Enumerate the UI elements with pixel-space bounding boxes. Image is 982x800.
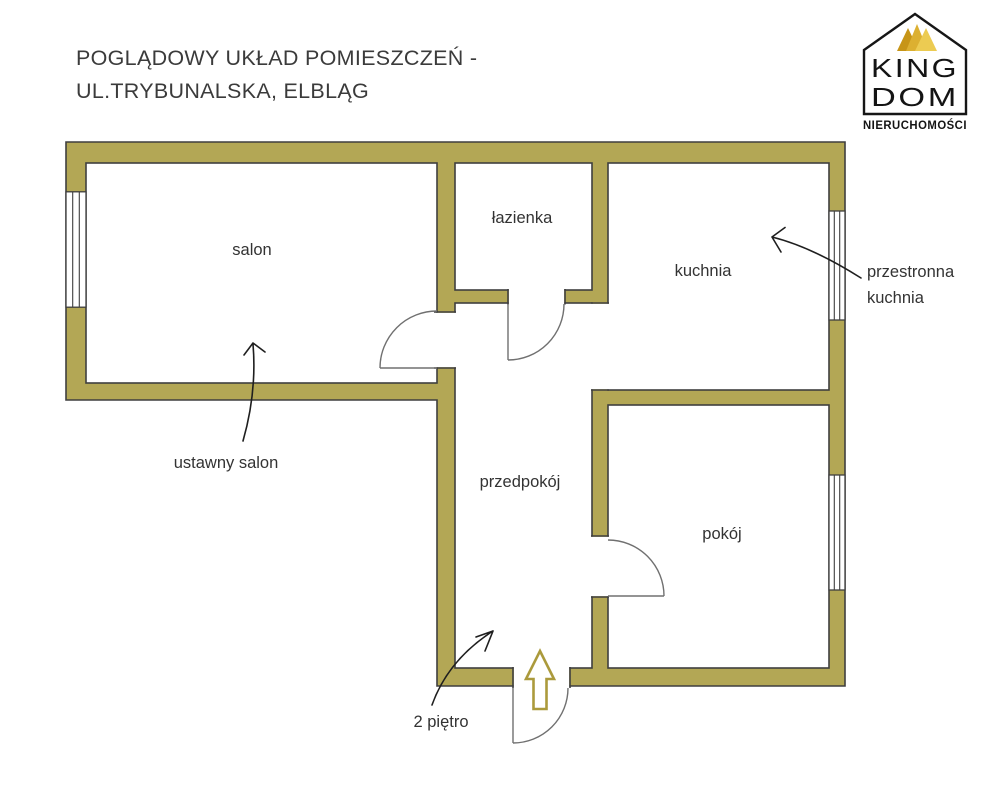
label-salon: salon (232, 241, 271, 259)
entrance-jambs (512, 667, 571, 688)
window-pokoj (828, 474, 846, 591)
entrance-arrow-icon (523, 648, 557, 711)
room-kuchnia (607, 162, 830, 391)
opening-pokoj-door (591, 536, 609, 597)
salon-note-arrow (242, 342, 266, 442)
kitchen-note-arrow (771, 226, 862, 279)
page-title-line2: UL.TRYBUNALSKA, ELBLĄG (76, 79, 369, 103)
logo-subtitle: NIERUCHOMOŚCI (863, 119, 967, 132)
floor-note-arrow (431, 630, 494, 706)
opening-lazienka-door (508, 289, 565, 305)
crown-right-peak (915, 28, 937, 51)
room-pokoj (607, 404, 830, 669)
label-lazienka: łazienka (492, 209, 553, 227)
kingdom-logo: KING DOM NIERUCHOMOŚCI (862, 12, 968, 132)
room-salon (85, 162, 438, 384)
logo-word-dom: DOM (871, 82, 959, 112)
window-salon (65, 191, 87, 308)
kitchen-note-line2: kuchnia (867, 289, 925, 307)
opening-kuchnia-passage (591, 303, 609, 390)
label-kuchnia: kuchnia (675, 262, 733, 280)
salon-door-jambs (434, 311, 456, 369)
page-title-line1: POGLĄDOWY UKŁAD POMIESZCZEŃ - (76, 46, 478, 70)
opening-salon-door (434, 312, 456, 368)
window-kuchnia (828, 210, 846, 321)
door-swing-entrance (512, 687, 569, 744)
door-swing-lazienka (507, 303, 565, 361)
page-title: POGLĄDOWY UKŁAD POMIESZCZEŃ - UL.TRYBUNA… (76, 42, 477, 108)
floor-note-label: 2 piętro (413, 713, 468, 731)
crown-icon (897, 24, 937, 51)
label-przedpokoj: przedpokój (480, 473, 561, 491)
salon-note-label: ustawny salon (174, 454, 279, 472)
door-swing-pokoj (607, 539, 665, 597)
lazienka-door-jambs (507, 289, 566, 305)
kuchnia-passage-jambs (591, 302, 609, 391)
kitchen-note-line1: przestronna (867, 263, 955, 281)
logo-word-king: KING (871, 53, 959, 83)
label-pokoj: pokój (702, 525, 741, 543)
door-swing-salon (379, 310, 438, 369)
pokoj-door-jambs (591, 535, 609, 598)
logo-house-outline (862, 12, 968, 116)
